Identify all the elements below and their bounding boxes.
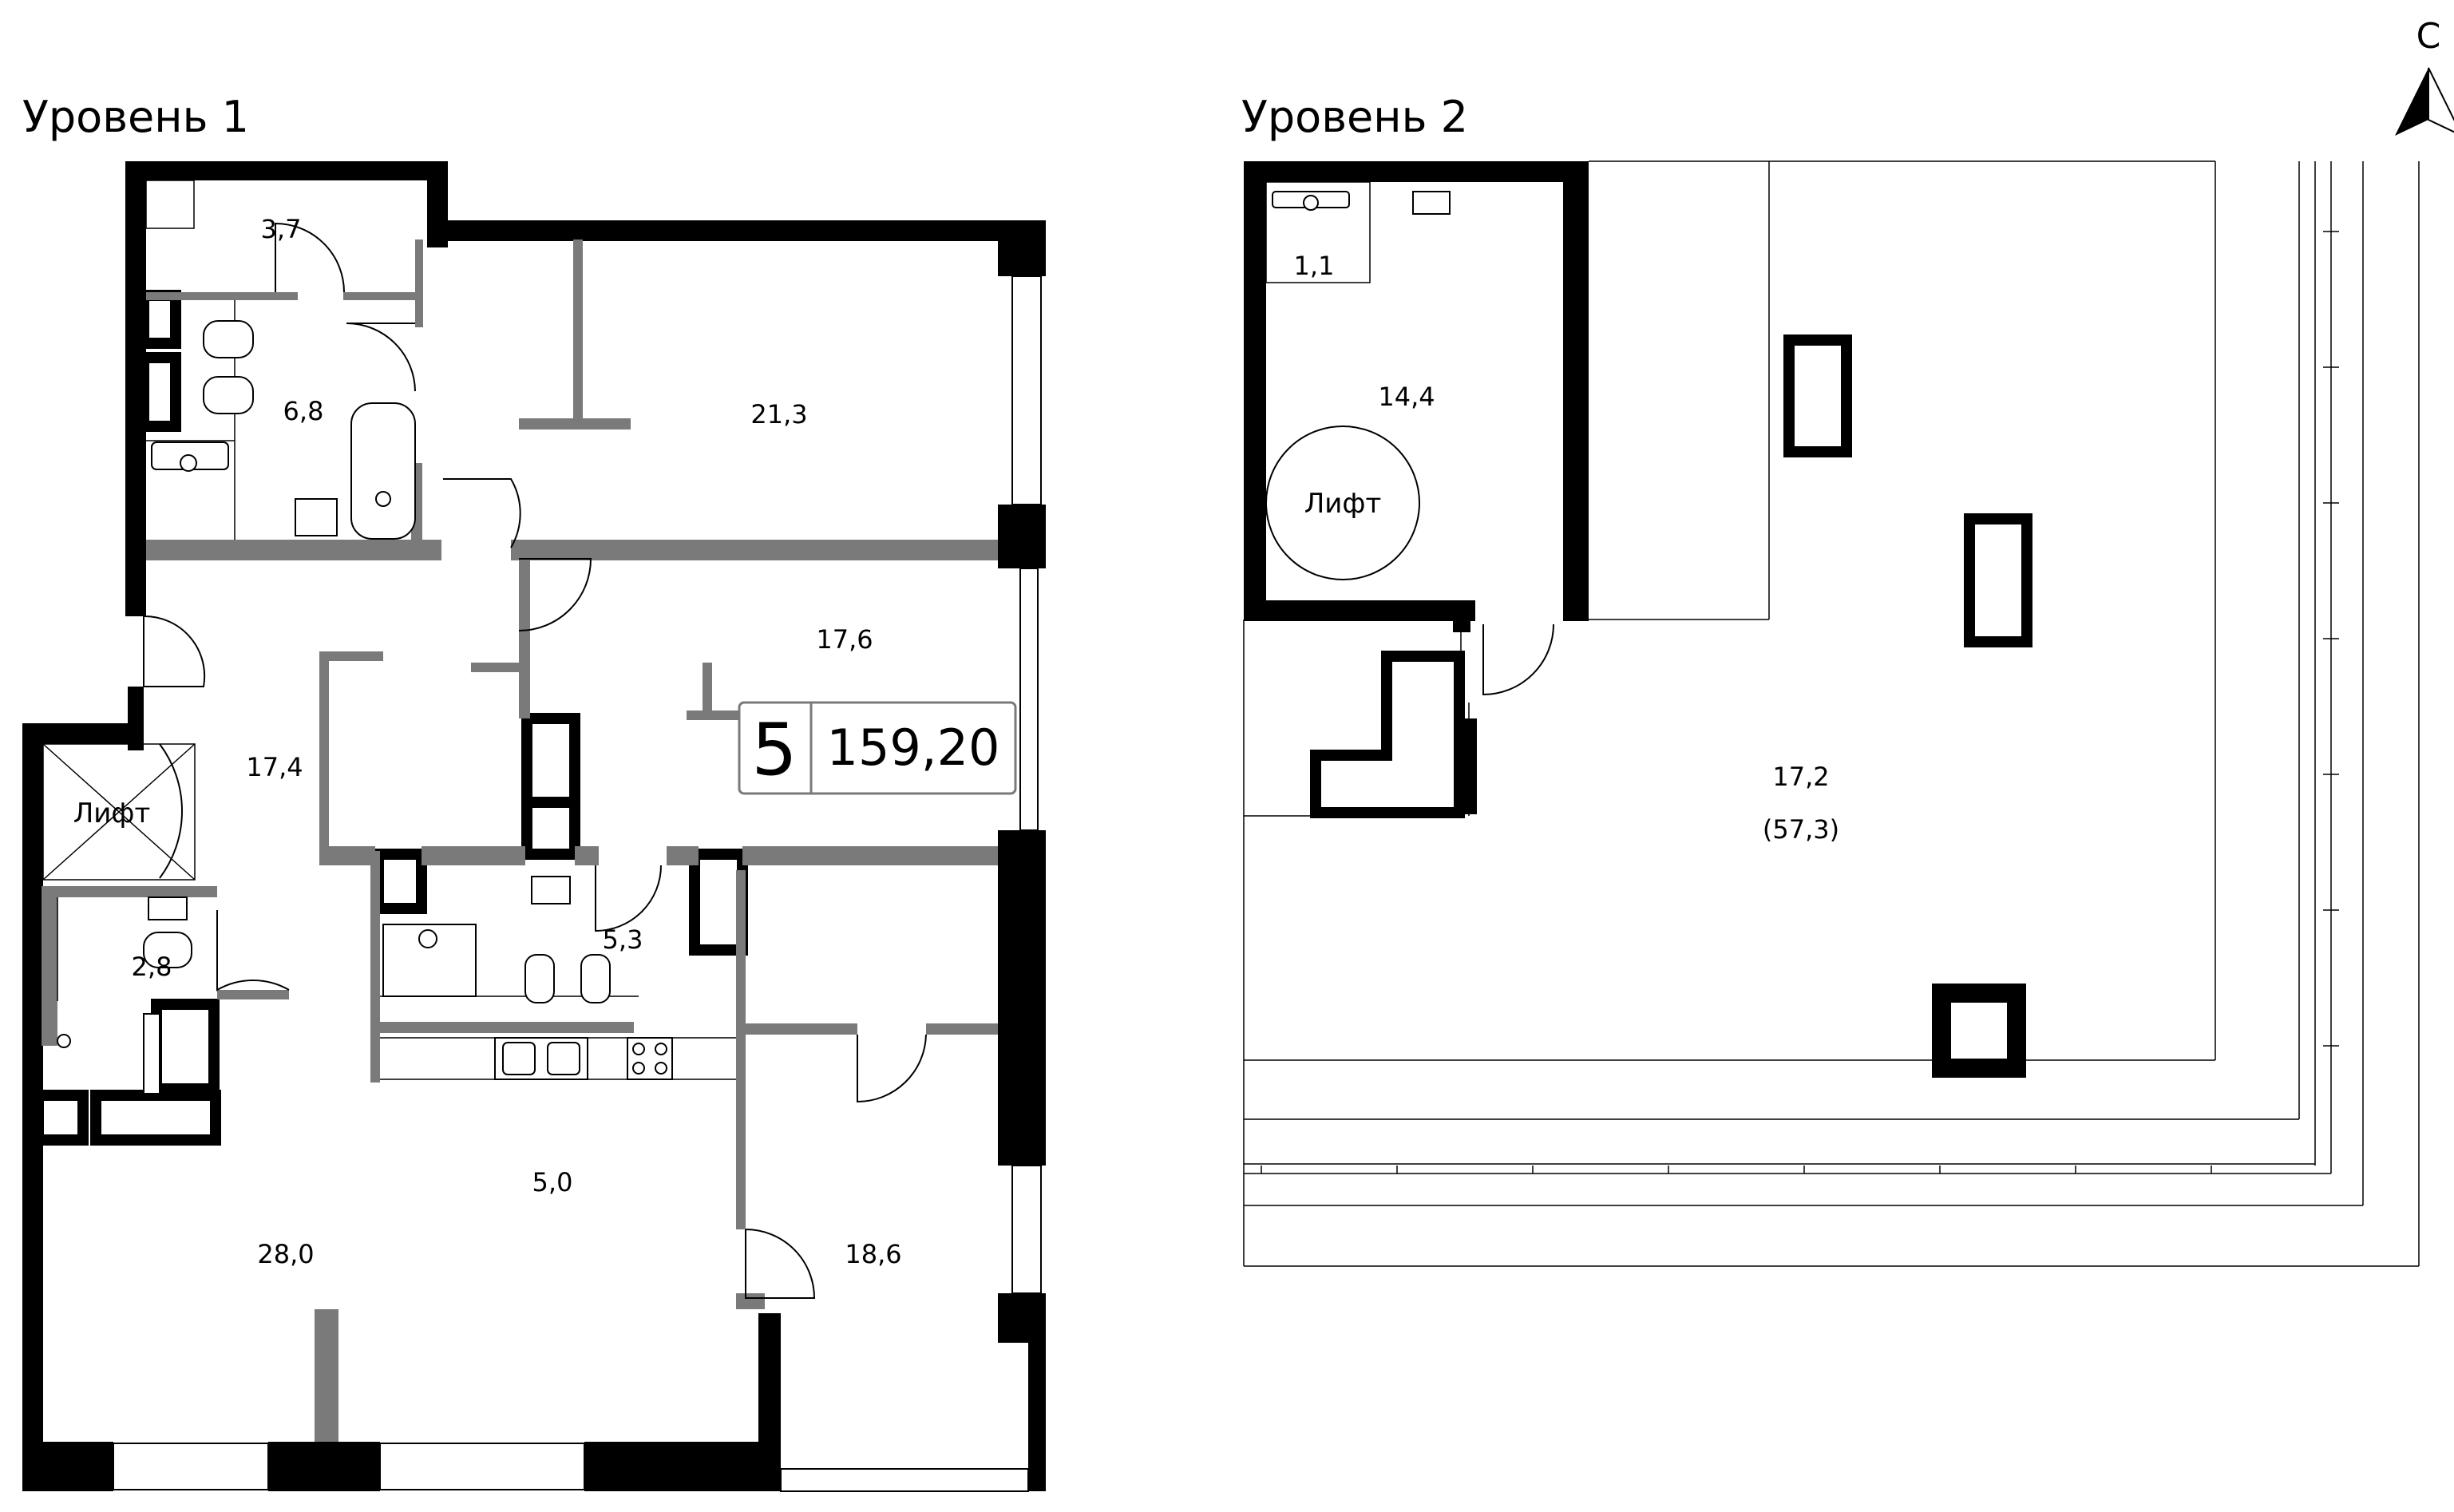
apartment-summary: 5 159,20 — [738, 701, 1017, 795]
area-l2-terrace-total: (57,3) — [1763, 814, 1839, 845]
total-area: 159,20 — [827, 718, 1000, 777]
area-bedroom-top: 21,3 — [750, 399, 807, 429]
area-wc-left: 2,8 — [132, 952, 172, 982]
level-2-title: Уровень 2 — [1241, 92, 1468, 142]
level-2-lift: Лифт — [1265, 425, 1420, 580]
level-1-area-labels: 3,7 6,8 21,3 17,4 17,6 5,3 2,8 5,0 28,0 … — [132, 214, 902, 1269]
level-2-walls — [1244, 161, 1589, 632]
area-bedroom-mid: 17,6 — [816, 624, 873, 655]
level-2-lift-label: Лифт — [1304, 488, 1382, 520]
area-l2-terrace: 17,2 — [1772, 762, 1829, 792]
level-2-railing-ticks — [1261, 231, 2339, 1174]
level-1-plan: Лифт — [22, 161, 1046, 1492]
level-1-exterior-walls — [22, 161, 1046, 1491]
north-label: С — [2416, 16, 2441, 57]
level-2-area-labels: 1,1 14,4 17,2 (57,3) — [1294, 251, 1840, 845]
area-l2-hall: 14,4 — [1378, 382, 1435, 412]
level-1-doors — [143, 222, 927, 1299]
level-1-lift-label: Лифт — [73, 798, 151, 829]
room-count: 5 — [751, 708, 797, 792]
level-1-title: Уровень 1 — [22, 92, 249, 142]
level-1-partitions — [42, 239, 998, 1442]
area-bath-mid: 5,3 — [603, 924, 643, 955]
level-2-door — [1482, 623, 1554, 696]
level-2-terrace-lines — [1243, 160, 2420, 1267]
level-1-lift: Лифт — [42, 743, 196, 881]
area-bedroom-right: 18,6 — [845, 1239, 901, 1269]
level-1-fixtures — [57, 320, 673, 1094]
level-2-plan: Лифт 1,1 14,4 17,2 (57,3) — [1243, 160, 2420, 1267]
level-2-fixtures — [1265, 181, 1451, 283]
level-2-shafts — [1310, 334, 2032, 1078]
level-1-windows — [113, 275, 1042, 1492]
area-l2-wc: 1,1 — [1294, 251, 1335, 281]
area-wc-top: 3,7 — [261, 214, 302, 244]
area-hall: 17,4 — [246, 752, 303, 782]
north-arrow-icon: С — [2395, 16, 2454, 136]
area-kitchen: 5,0 — [532, 1167, 573, 1197]
area-living: 28,0 — [257, 1239, 314, 1269]
area-bath: 6,8 — [283, 396, 324, 426]
